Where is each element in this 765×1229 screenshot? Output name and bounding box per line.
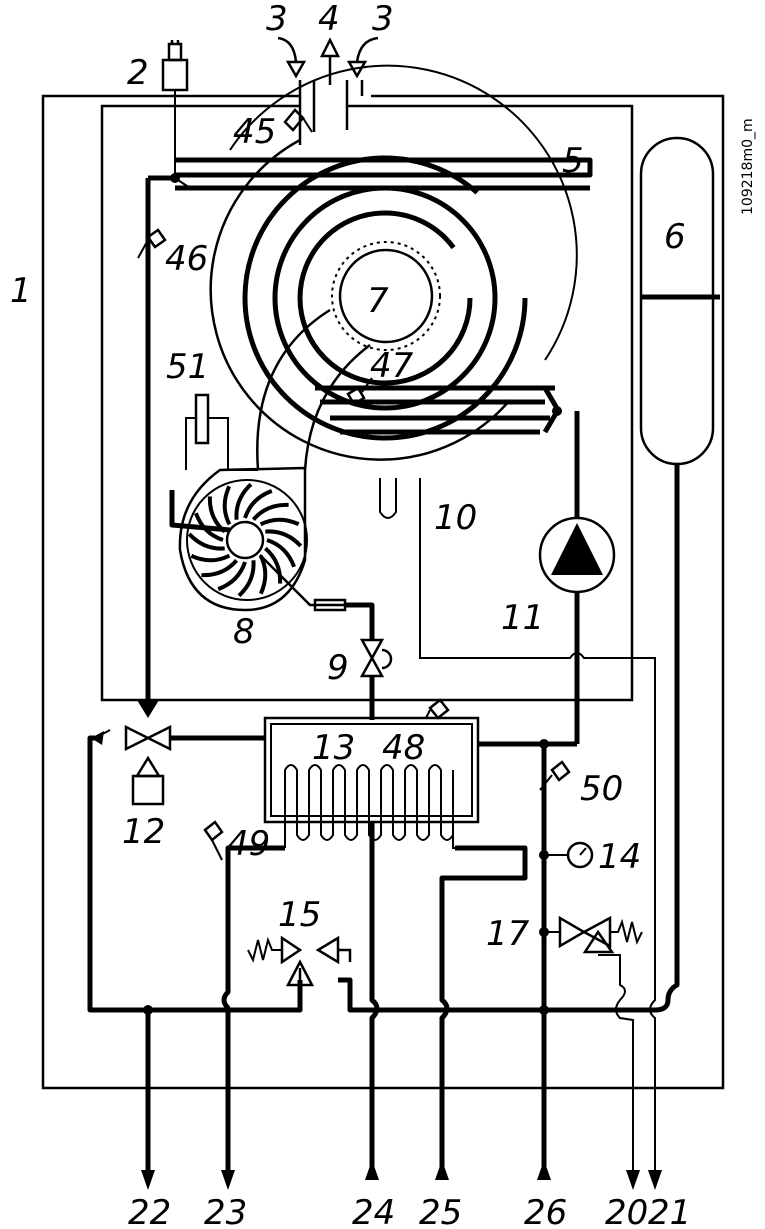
label-23: 23 [204,1193,247,1229]
pipe-20 [598,954,634,1170]
sealed-chamber [100,104,634,702]
label-6: 6 [664,217,686,257]
label-5: 5 [562,141,584,181]
siphon-10 [379,478,656,980]
air-intake-arrow-left [277,36,307,79]
gas-valve-9 [345,602,393,720]
fan-blade [265,529,303,548]
label-46: 46 [165,239,208,279]
coil-top-ribbon [174,157,593,191]
sensor-46 [137,228,167,259]
fan-blade [190,553,231,563]
drawing-code: 109218m0_m [740,118,756,215]
safety-valve-15 [247,935,352,1010]
gas-injector [259,554,345,607]
expansion-vessel-6 [639,136,720,980]
air-vent-2 [161,40,189,178]
label-4: 4 [318,0,340,39]
pressure-gauge-14 [544,841,594,869]
arrow-21 [648,1170,662,1190]
pipe-21 [649,980,656,1170]
pump-11 [538,411,616,744]
label-7: 7 [367,281,389,321]
label-3-left: 3 [266,0,288,39]
outer-casing [41,94,725,1090]
label-47: 47 [370,346,414,386]
fan-blade [259,517,300,527]
label-9: 9 [327,648,349,688]
fan-blade [217,561,247,591]
label-50: 50 [580,769,623,809]
fan-blade [222,485,232,526]
sensor-49 [203,820,224,861]
arrow-22 [141,1170,155,1190]
label-24: 24 [352,1193,395,1229]
label-49: 49 [227,824,270,864]
fan-blade [243,489,273,519]
flue-duct [298,80,364,145]
sensor-48 [425,698,450,720]
arrow-23 [221,1170,235,1190]
label-1: 1 [10,271,32,311]
pipe-24 [369,822,380,1180]
label-51: 51 [166,347,209,387]
label-20: 20 [605,1193,648,1229]
label-12: 12 [122,812,165,852]
label-11: 11 [501,598,544,638]
sensor-47 [346,377,373,406]
fan-blade [234,482,253,520]
fan-blade [237,560,256,598]
label-21: 21 [648,1193,691,1229]
sensor-45 [283,108,313,133]
junction-coil-out [552,406,562,416]
arrow-25 [435,1160,449,1180]
fan-blade [263,546,283,584]
diverter-valve-12 [91,700,265,806]
label-26: 26 [524,1193,567,1229]
fan-blade [201,558,239,578]
label-8: 8 [233,612,255,652]
fan-blade [266,538,296,568]
label-13: 13 [312,728,355,768]
sensor-50 [539,760,571,791]
label-22: 22 [128,1193,171,1229]
fan-8 [178,466,308,612]
gas-line-to-fan [169,490,231,533]
label-17: 17 [486,914,530,954]
label-25: 25 [419,1193,462,1229]
label-48: 48 [382,728,425,768]
fan-blade [251,502,289,522]
pressure-switch-51 [185,393,258,471]
label-14: 14 [598,837,641,877]
burner-7 [331,241,441,351]
fan-duct [256,308,371,471]
label-2: 2 [127,53,149,93]
flue-outlet-arrow [319,37,341,85]
pipe-23 [221,845,285,1170]
air-intake-arrow-right [346,36,379,79]
pipe-25 [439,845,528,1180]
label-3-right: 3 [372,0,394,39]
arrow-24 [365,1160,379,1180]
arrow-26 [537,1160,551,1180]
label-45: 45 [233,112,276,152]
junction-22 [143,1005,153,1015]
arrow-20 [626,1170,640,1190]
label-10: 10 [434,498,477,538]
fan-blade [187,532,225,551]
junction-bottom-26 [539,1005,549,1015]
label-15: 15 [278,895,321,935]
relief-valve-17 [544,915,643,954]
